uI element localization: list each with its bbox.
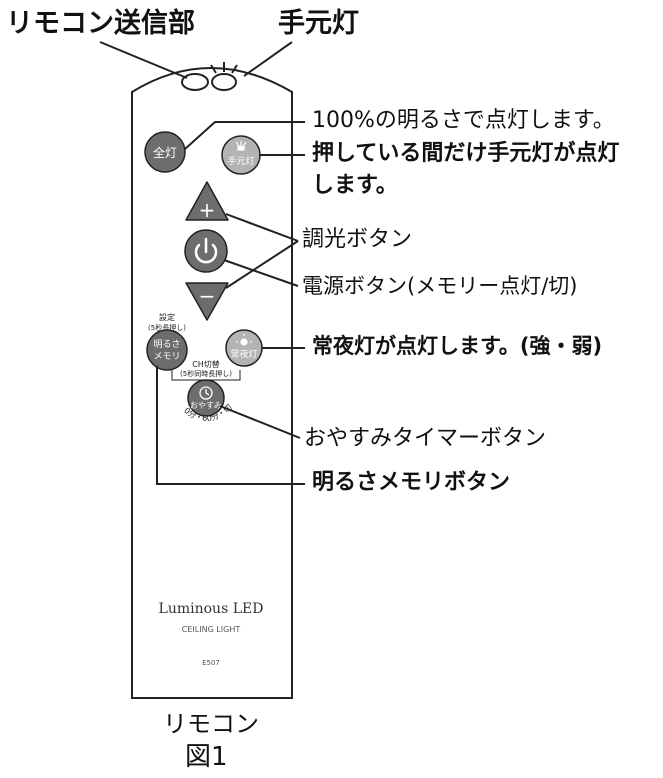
light-rays-icon	[210, 62, 238, 74]
clock-icon	[199, 386, 213, 400]
plus-button-label: +	[199, 198, 216, 222]
hand-light-window	[211, 73, 237, 91]
hand-light-callout-2: します。	[312, 173, 398, 198]
setting-hold-label: (5秒長押し)	[148, 323, 186, 332]
hand-light-button-label: 手元灯	[227, 155, 254, 167]
power-callout: 電源ボタン(メモリー点灯/切)	[302, 274, 578, 298]
sleep-button-shape	[187, 379, 225, 417]
caption-figure: 図1	[185, 742, 228, 772]
minus-button-shape	[185, 282, 229, 321]
full-light-button-shape	[144, 131, 186, 173]
hand-lamp-icon	[235, 141, 247, 151]
full-light-button-label: 全灯	[153, 145, 177, 160]
night-light-callout: 常夜灯が点灯します。(強・弱)	[312, 334, 603, 358]
hand-light-label: 手元灯	[278, 8, 359, 39]
hand-light-callout-1: 押している間だけ手元灯が点灯	[312, 141, 620, 166]
sleep-button-label: おやすみ	[190, 401, 222, 410]
memory-button-label-1: 明るさ	[153, 339, 180, 350]
memory-button-label-2: メモリ	[153, 352, 180, 362]
power-icon	[194, 237, 218, 264]
setting-label: 設定	[159, 312, 175, 322]
caption-remote: リモコン	[163, 710, 259, 738]
model-label: E507	[202, 659, 220, 667]
night-light-button-label: 常夜灯	[230, 348, 257, 360]
full-light-callout: 100%の明るさで点灯します。	[312, 108, 615, 133]
transmitter-window	[181, 73, 209, 91]
bulb-icon	[236, 334, 252, 346]
ch-switch-hold-label: (5秒同時長押し)	[180, 369, 232, 378]
dimmer-callout: 調光ボタン	[302, 227, 413, 252]
plus-button-shape	[185, 181, 229, 221]
memory-callout: 明るさメモリボタン	[312, 470, 511, 495]
ch-switch-label: CH切替	[192, 359, 220, 369]
sleep-timer-callout: おやすみタイマーボタン	[304, 426, 547, 451]
ceiling-light-label: CEILING LIGHT	[182, 625, 241, 634]
minus-button-label: −	[199, 284, 216, 308]
transmitter-label: リモコン送信部	[6, 8, 195, 39]
memory-button-shape	[146, 329, 188, 371]
brand-label: Luminous LED	[159, 601, 264, 617]
